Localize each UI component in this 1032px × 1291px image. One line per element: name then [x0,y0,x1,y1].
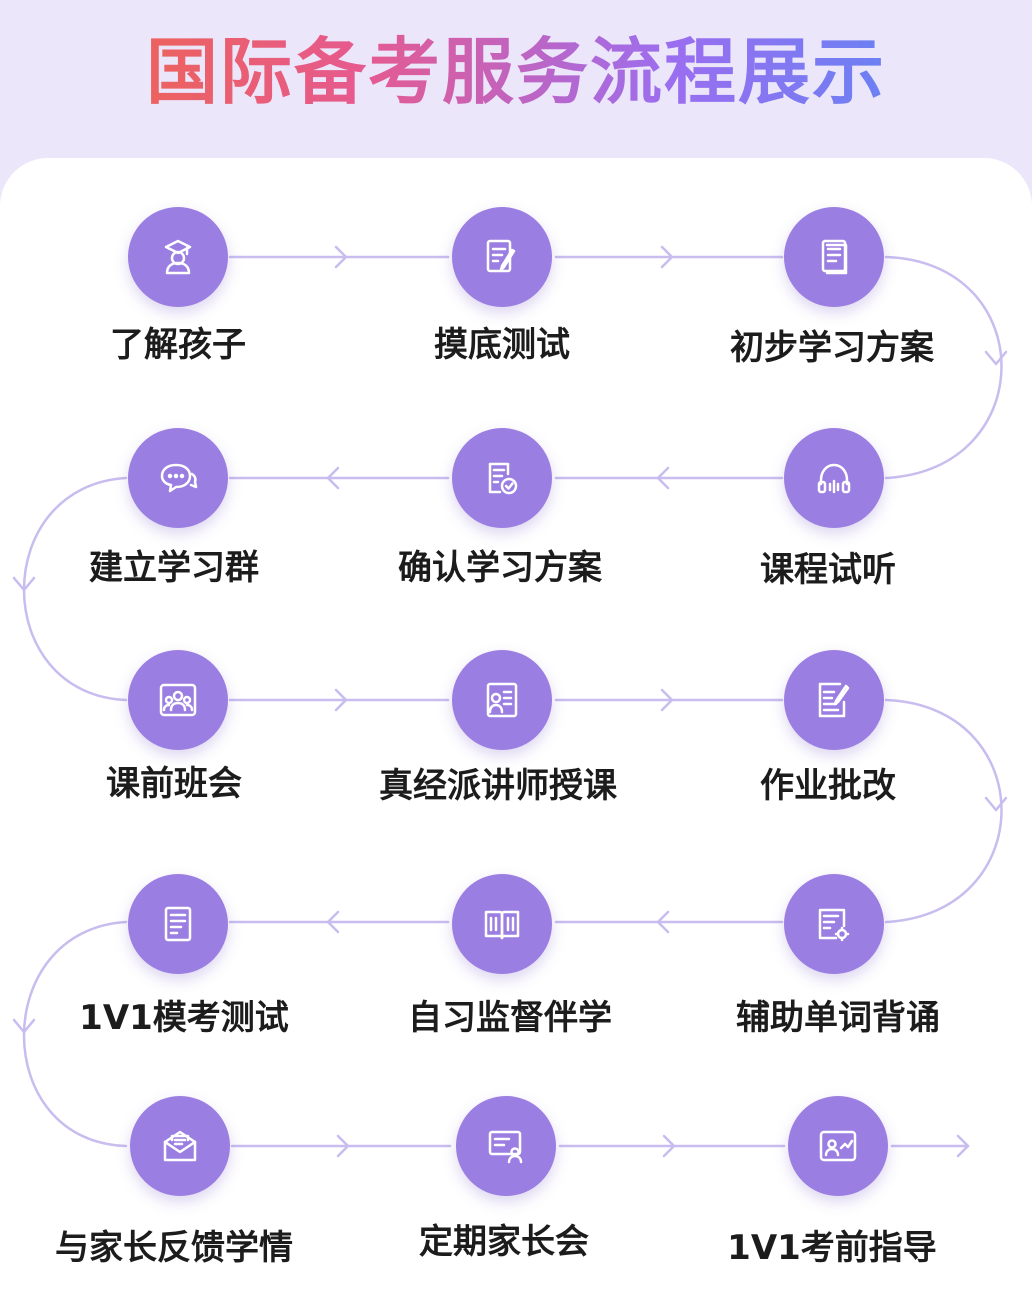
step-15-circle [788,1096,888,1196]
exam-sheet-icon [164,906,192,942]
arrow-2-3 [660,245,674,269]
arrow-8-9 [660,688,674,712]
arrow-5-6 [326,466,340,490]
connector-12-13 [22,920,128,1148]
step-1-label: 了解孩子 [110,325,246,365]
step-2-circle [452,207,552,307]
connector-3-4 [884,255,1003,480]
connector-9-10 [884,698,1003,924]
arrow-11-12 [326,910,340,934]
step-3-circle [784,207,884,307]
document-list-icon [821,239,848,275]
vocabulary-card-icon [818,908,850,942]
group-meeting-icon [159,683,197,717]
arrow-end [956,1134,970,1158]
arrow-7-8 [334,688,348,712]
chat-bubbles-icon [160,463,198,493]
student-graduate-icon [164,239,192,275]
presentation-screen-icon [488,1130,523,1164]
test-paper-pen-icon [486,239,516,273]
step-12-label: 1V1模考测试 [79,998,289,1038]
arrow-14-15 [662,1134,676,1158]
step-15-label: 1V1考前指导 [727,1228,937,1268]
step-5-circle [452,428,552,528]
step-8-circle [452,650,552,750]
arrow-6-7 [12,576,36,592]
step-11-circle [452,874,552,974]
arrow-13-14 [336,1134,350,1158]
step-12-circle [128,874,228,974]
step-9-circle [784,650,884,750]
arrow-1-2 [334,245,348,269]
document-check-icon [488,462,518,495]
step-13-circle [130,1096,230,1196]
step-7-label: 课前班会 [106,764,242,804]
step-5-label: 确认学习方案 [398,548,602,588]
arrow-3-4 [984,350,1008,366]
step-11-label: 自习监督伴学 [408,998,612,1038]
step-4-circle [784,428,884,528]
guidance-card-icon [819,1130,857,1162]
step-14-label: 定期家长会 [419,1222,589,1262]
step-3-label: 初步学习方案 [730,328,934,368]
step-14-circle [456,1096,556,1196]
arrow-9-10 [984,796,1008,812]
headphones-icon [817,463,851,494]
open-book-icon [484,910,520,940]
page-title: 国际备考服务流程展示 [0,22,1032,122]
step-4-label: 课程试听 [760,550,896,590]
arrow-12-13 [12,1018,36,1034]
step-10-label: 辅助单词背诵 [736,998,940,1038]
mail-envelope-icon [163,1130,197,1162]
step-9-label: 作业批改 [760,766,896,806]
arrow-4-5 [656,466,670,490]
step-10-circle [784,874,884,974]
step-2-label: 摸底测试 [434,325,570,365]
step-13-label: 与家长反馈学情 [55,1228,293,1268]
step-7-circle [128,650,228,750]
step-6-label: 建立学习群 [89,548,259,588]
arrow-10-11 [656,910,670,934]
homework-edit-icon [818,682,850,718]
step-6-circle [128,428,228,528]
step-8-label: 真经派讲师授课 [379,766,617,806]
teacher-board-icon [486,682,518,718]
step-1-circle [128,207,228,307]
